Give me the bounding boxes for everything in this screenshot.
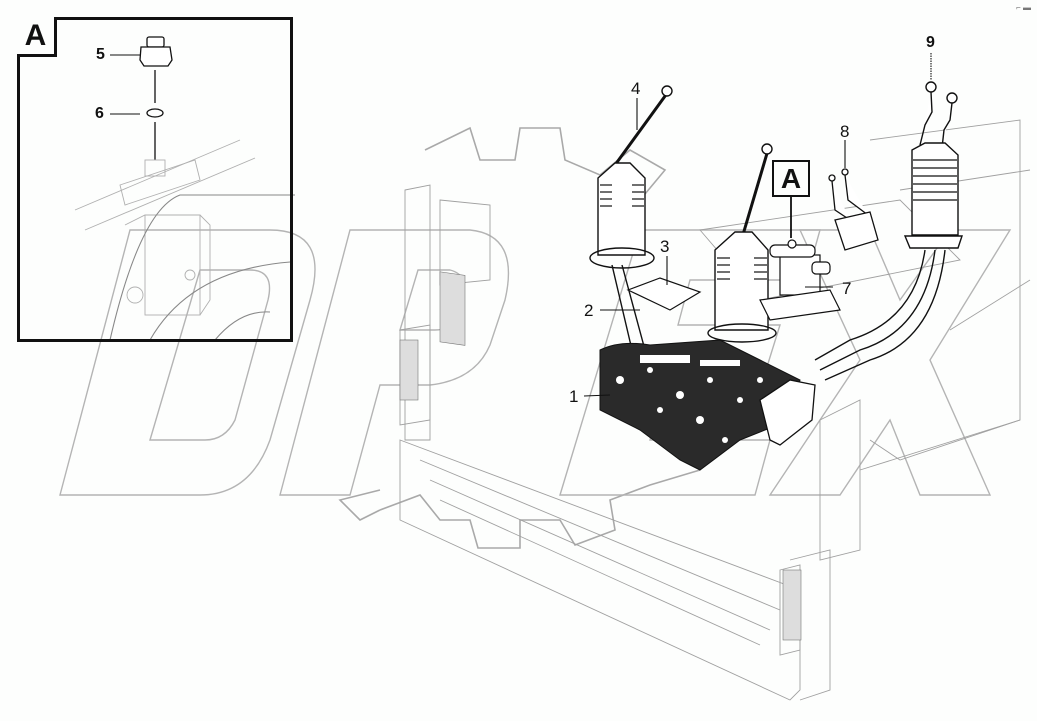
lever-assembly-8 [828, 168, 879, 251]
callout-2[interactable]: 2 [584, 301, 594, 320]
joystick-center [707, 143, 777, 343]
callout-6[interactable]: 6 [95, 105, 104, 122]
callout-4[interactable]: 4 [631, 79, 641, 98]
hydraulic-valve-a [759, 239, 841, 321]
frame-outline [399, 119, 1031, 701]
callout-7[interactable]: 7 [842, 279, 852, 298]
leader-lines [110, 53, 932, 397]
callout-3[interactable]: 3 [660, 237, 670, 256]
detail-a-drawing [74, 36, 295, 341]
reflector-grid [399, 271, 802, 641]
reference-tag-a: A [772, 160, 810, 197]
hose-bracket [759, 379, 816, 446]
detail-view-a-frame [17, 17, 293, 342]
detail-view-a-label: A [17, 17, 57, 57]
callout-8[interactable]: 8 [840, 122, 850, 141]
joystick-right [814, 81, 963, 381]
callout-9[interactable]: 9 [926, 34, 935, 51]
callout-1[interactable]: 1 [569, 387, 579, 406]
corner-mark: ⌐ ▬ [1016, 3, 1031, 12]
joystick-left [589, 85, 673, 351]
mounting-plate [626, 277, 702, 311]
control-valve-block [599, 339, 801, 471]
callout-5[interactable]: 5 [96, 46, 105, 63]
